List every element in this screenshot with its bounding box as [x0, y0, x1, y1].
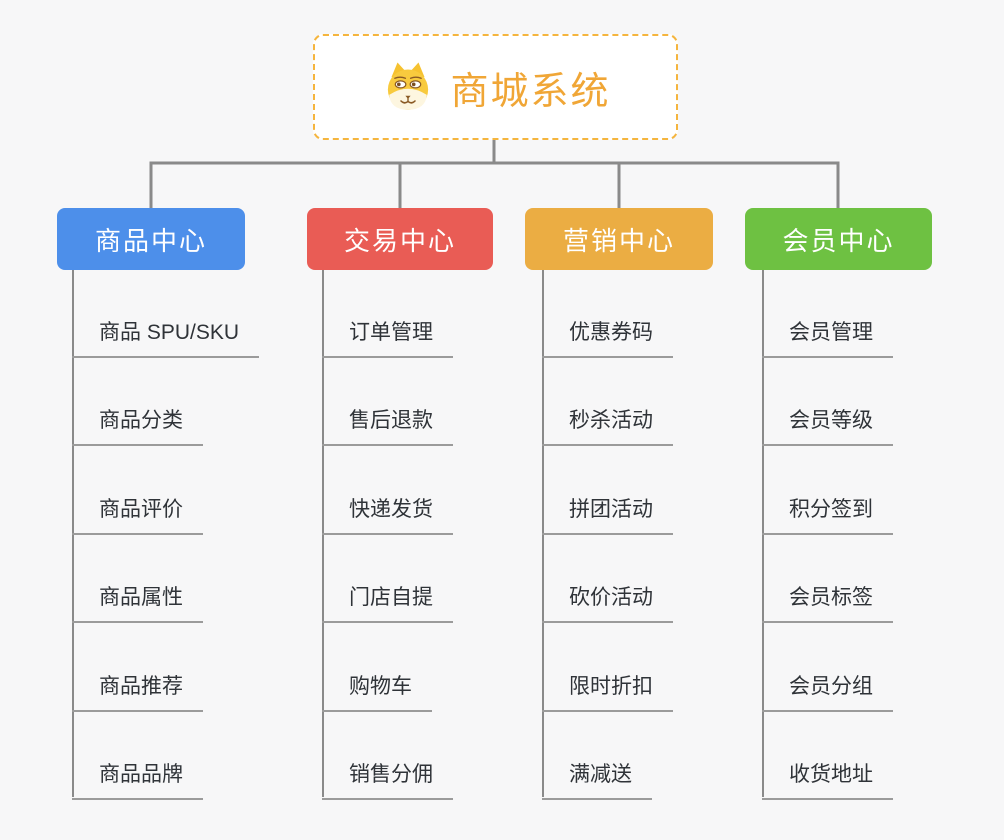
- leaf-node[interactable]: 商品属性: [72, 581, 203, 623]
- leaf-node[interactable]: 销售分佣: [322, 758, 453, 800]
- leaf-node[interactable]: 商品 SPU/SKU: [72, 316, 260, 358]
- leaf-node[interactable]: 商品评价: [72, 493, 203, 535]
- leaf-node[interactable]: 限时折扣: [542, 670, 673, 712]
- root-title: 商城系统: [450, 70, 611, 113]
- leaf-node[interactable]: 优惠券码: [542, 316, 673, 358]
- leaf-node[interactable]: 收货地址: [762, 758, 893, 800]
- root-node[interactable]: 商城系统: [313, 34, 678, 140]
- branch-node-3[interactable]: 营销中心: [525, 208, 713, 270]
- leaf-node[interactable]: 会员等级: [762, 404, 893, 446]
- leaf-node[interactable]: 满减送: [542, 758, 652, 800]
- leaf-node[interactable]: 会员管理: [762, 316, 893, 358]
- leaf-node[interactable]: 订单管理: [322, 316, 453, 358]
- leaf-node[interactable]: 售后退款: [322, 404, 453, 446]
- leaf-node[interactable]: 购物车: [322, 670, 432, 712]
- leaf-node[interactable]: 砍价活动: [542, 581, 673, 623]
- branch-node-1[interactable]: 商品中心: [57, 208, 245, 270]
- leaf-node[interactable]: 商品品牌: [72, 758, 203, 800]
- leaf-node[interactable]: 积分签到: [762, 493, 893, 535]
- branch-node-2[interactable]: 交易中心: [307, 208, 493, 270]
- dog-face-icon: [380, 59, 436, 115]
- leaf-node[interactable]: 商品推荐: [72, 670, 203, 712]
- branch-node-4[interactable]: 会员中心: [745, 208, 932, 270]
- leaf-node[interactable]: 会员分组: [762, 670, 893, 712]
- leaf-node[interactable]: 会员标签: [762, 581, 893, 623]
- leaf-node[interactable]: 门店自提: [322, 581, 453, 623]
- leaf-node[interactable]: 快递发货: [322, 493, 453, 535]
- leaf-node[interactable]: 拼团活动: [542, 493, 673, 535]
- leaf-node[interactable]: 商品分类: [72, 404, 203, 446]
- leaf-node[interactable]: 秒杀活动: [542, 404, 673, 446]
